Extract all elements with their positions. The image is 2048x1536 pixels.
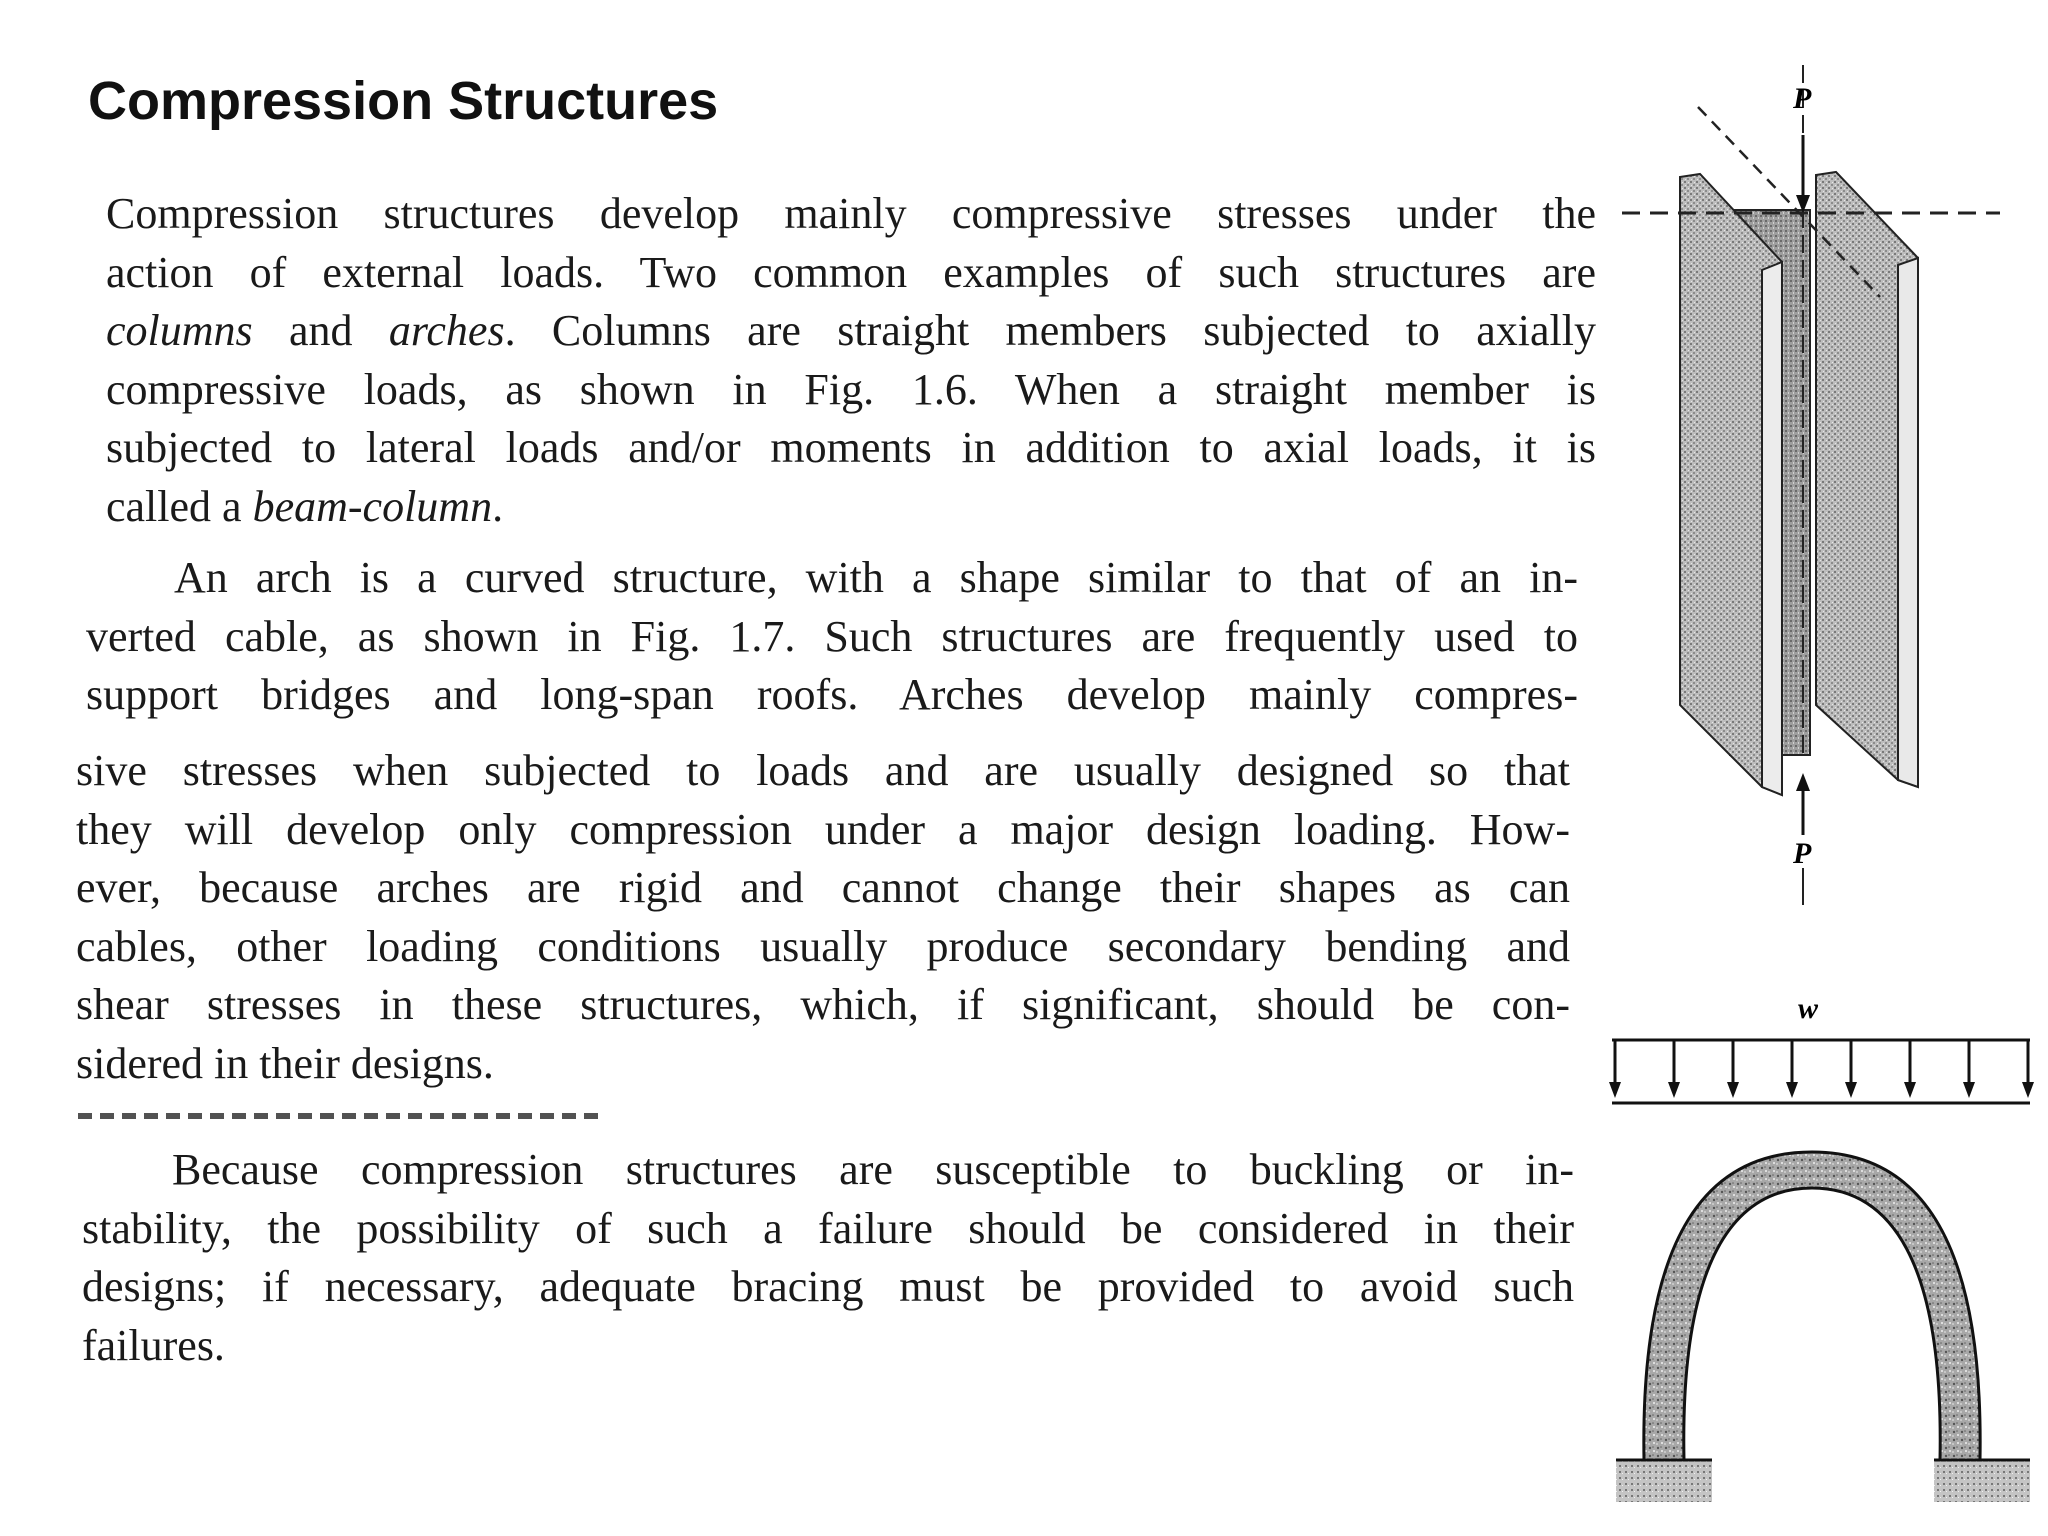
- text-line: failures.: [82, 1320, 225, 1370]
- cropped-text-artifact: [78, 1113, 598, 1119]
- text-line: ever, because arches are rigid and canno…: [76, 863, 1570, 913]
- paragraph-1: Compression structures develop mainly co…: [106, 185, 1596, 536]
- column-figure: P P: [1622, 65, 2000, 905]
- load-label-top: P: [1792, 82, 1812, 115]
- text-line: designs; if necessary, adequate bracing …: [82, 1262, 1574, 1311]
- text-line: called a beam-column.: [106, 481, 504, 531]
- text-line: shear stresses in these structures, whic…: [76, 980, 1570, 1030]
- text-line: cables, other loading conditions usually…: [76, 921, 1570, 971]
- section-heading: Compression Structures: [88, 71, 719, 131]
- load-label-w: w: [1798, 992, 1819, 1025]
- text-line: columns and arches. Columns are straight…: [106, 306, 1597, 355]
- text-line: An arch is a curved structure, with a sh…: [174, 553, 1578, 602]
- text-line: verted cable, as shown in Fig. 1.7. Such…: [86, 611, 1578, 661]
- text-line: Compression structures develop mainly co…: [106, 189, 1596, 238]
- right-support: [1934, 1460, 2030, 1502]
- text-line: stability, the possibility of such a fai…: [82, 1203, 1574, 1253]
- paragraph-2: An arch is a curved structure, with a sh…: [86, 549, 1578, 725]
- left-support: [1616, 1460, 1712, 1502]
- text-line: they will develop only compression under…: [76, 804, 1570, 854]
- text-line: compressive loads, as shown in Fig. 1.6.…: [106, 364, 1596, 414]
- text-line: action of external loads. Two common exa…: [106, 247, 1596, 297]
- text-line: sidered in their designs.: [76, 1038, 494, 1088]
- text-line: support bridges and long-span roofs. Arc…: [86, 670, 1578, 719]
- distributed-load-arrows: [1609, 1040, 2034, 1098]
- term-arches: arches: [388, 306, 505, 355]
- paragraph-3: sive stresses when subjected to loads an…: [76, 742, 1570, 1094]
- text-line: sive stresses when subjected to loads an…: [76, 746, 1570, 795]
- load-label-bottom: P: [1792, 837, 1812, 870]
- arch-figure: w: [1609, 992, 2034, 1502]
- text-line: subjected to lateral loads and/or moment…: [106, 423, 1596, 472]
- term-beam-column: beam-column: [252, 481, 493, 531]
- arch-rib: [1642, 1150, 1982, 1462]
- paragraph-4: Because compression structures are susce…: [82, 1141, 1574, 1375]
- term-columns: columns: [106, 306, 253, 355]
- text-line: Because compression structures are susce…: [172, 1145, 1574, 1194]
